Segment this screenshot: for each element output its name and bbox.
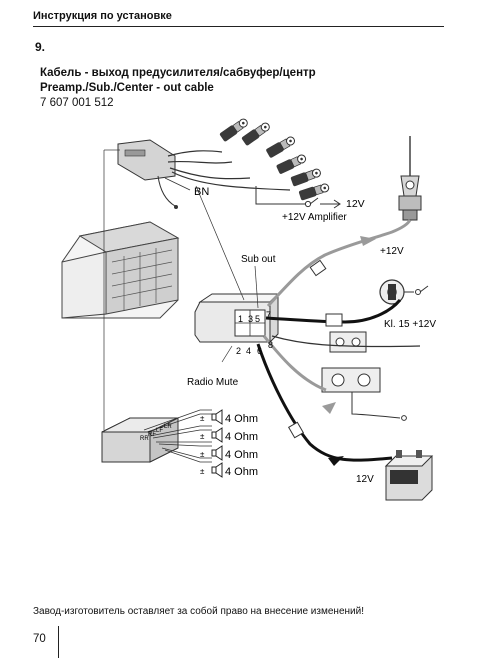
footer-disclaimer: Завод-изготовитель оставляет за собой пр… <box>33 606 364 617</box>
preamp-harness <box>117 139 291 209</box>
pin-4: 4 <box>246 346 251 356</box>
document-header: Инструкция по установке <box>33 10 172 22</box>
cable-title-block: Кабель - выход предусилителя/сабвуфер/це… <box>40 66 316 111</box>
header-divider <box>33 26 444 27</box>
page-number-divider <box>58 626 59 658</box>
antenna <box>398 136 422 221</box>
speaker-icon-1 <box>211 409 223 425</box>
pin-8: 8 <box>268 340 273 350</box>
pin-1: 1 <box>238 314 243 324</box>
sub-out-label: Sub out <box>241 254 276 265</box>
radio-mute-label: Radio Mute <box>187 377 239 388</box>
inline-fuse <box>309 259 327 277</box>
pin-2: 2 <box>236 346 241 356</box>
battery-fuse <box>287 421 305 439</box>
amp-label: +12V Amplifier <box>282 212 347 223</box>
speaker-icon-2 <box>211 427 223 443</box>
antenna-12v-label: +12V <box>380 246 404 257</box>
cable-title-ru: Кабель - выход предусилителя/сабвуфер/це… <box>40 67 316 79</box>
connector-label-rr: RR <box>140 436 149 442</box>
speaker-impedance-2: 4 Ohm <box>225 431 258 443</box>
battery <box>384 450 434 501</box>
antenna-arrow <box>360 236 376 246</box>
battery-wire <box>256 343 393 462</box>
amp-12v-label: 12V <box>346 198 365 210</box>
speaker-polarity-4: ± <box>200 467 205 476</box>
car-dashboard <box>61 221 180 319</box>
battery-arrow <box>328 456 344 466</box>
connector-label-lf: LF <box>156 428 163 434</box>
kl15-label: Kl. 15 +12V <box>384 319 436 330</box>
leader-lines <box>103 149 259 430</box>
head-unit <box>194 292 280 344</box>
speaker-polarity-3: ± <box>200 450 205 459</box>
pin-labels: 1 3 5 7 2 4 6 8 <box>236 310 273 356</box>
speaker-labels: ± 4 Ohm ± 4 Ohm ± 4 Ohm ± 4 Ohm <box>200 413 258 478</box>
pin-7: 7 <box>266 310 271 320</box>
cable-title-en: Preamp./Sub./Center - out cable <box>40 82 214 94</box>
battery-12v-label: 12V <box>356 474 374 485</box>
mute-unit <box>262 335 407 421</box>
bn-label: BN <box>194 186 209 198</box>
pin-3: 3 <box>248 314 253 324</box>
speaker-icon-3 <box>211 445 223 461</box>
speaker-impedance-4: 4 Ohm <box>225 466 258 478</box>
kl15-connector <box>325 313 343 327</box>
speaker-icon-4 <box>211 462 223 478</box>
speaker-impedance-1: 4 Ohm <box>225 413 258 425</box>
amplifier-remote-line <box>255 186 341 209</box>
rca-plugs <box>218 116 331 202</box>
cable-part-number: 7 607 001 512 <box>40 97 114 109</box>
speaker-wiring <box>143 409 212 463</box>
ignition-switch <box>379 279 429 305</box>
connector-label-lr: LR <box>164 424 172 430</box>
antenna-power-cable <box>266 219 412 308</box>
pin-6: 6 <box>257 346 262 356</box>
speaker-polarity-2: ± <box>200 432 205 441</box>
speaker-connector-labels: RR RF LF LR <box>140 424 172 442</box>
kl15-wire <box>265 298 402 324</box>
speaker-impedance-3: 4 Ohm <box>225 449 258 461</box>
page-number: 70 <box>33 633 46 645</box>
pin-5: 5 <box>255 314 260 324</box>
connector-label-rf: RF <box>148 432 156 438</box>
right-connector <box>271 331 421 353</box>
speaker-polarity-1: ± <box>200 414 205 423</box>
step-number: 9. <box>35 40 46 54</box>
